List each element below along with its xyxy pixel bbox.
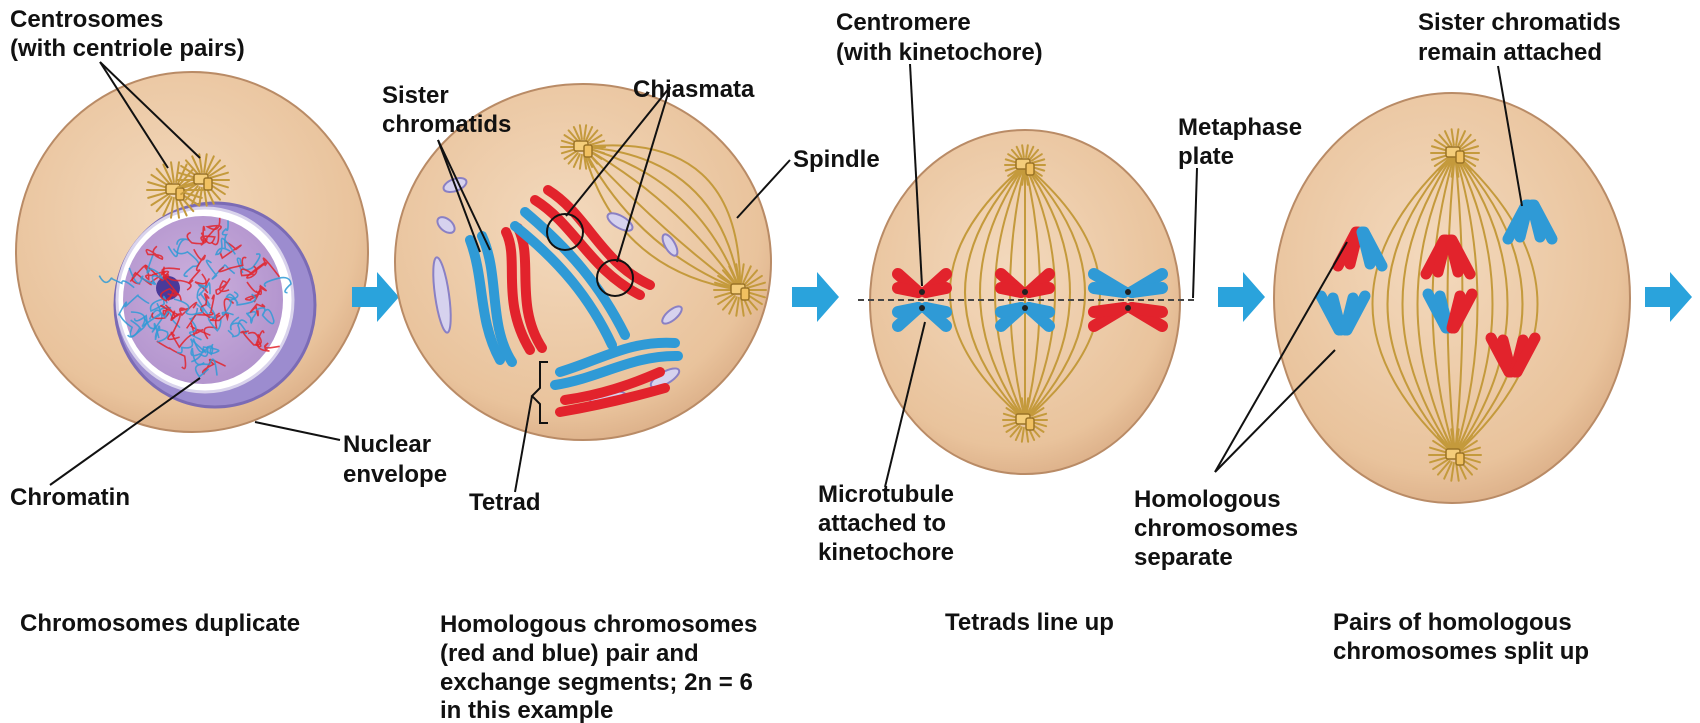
- cell-prophase-early: [16, 72, 368, 432]
- label-spindle: Spindle: [793, 146, 880, 173]
- label-sister-remain-attached: Sister chromatids remain attached: [1418, 9, 1627, 66]
- label-microtubule: Microtubule attached to kinetochore: [818, 481, 961, 566]
- label-chiasmata: Chiasmata: [633, 76, 755, 103]
- label-metaphase-plate: Metaphase plate: [1178, 114, 1309, 170]
- label-homologous-separate: Homologous chromosomes separate: [1134, 486, 1305, 571]
- arrow-icon: [792, 272, 839, 322]
- caption-stage-3: Tetrads line up: [945, 609, 1114, 636]
- label-chromatin: Chromatin: [10, 484, 130, 511]
- cell-metaphase: [858, 130, 1195, 474]
- caption-stage-4: Pairs of homologous chromosomes split up: [1333, 609, 1589, 665]
- caption-stage-1: Chromosomes duplicate: [20, 610, 300, 637]
- label-centromere: Centromere (with kinetochore): [836, 9, 1043, 66]
- label-nuclear-envelope: Nuclear envelope: [343, 431, 447, 488]
- label-centrosomes: Centrosomes (with centriole pairs): [10, 6, 245, 62]
- cell-anaphase: [1274, 93, 1630, 503]
- arrow-icon: [1645, 272, 1692, 322]
- caption-stage-2: Homologous chromosomes (red and blue) pa…: [440, 611, 764, 723]
- label-tetrad: Tetrad: [469, 489, 541, 516]
- arrow-icon: [1218, 272, 1265, 322]
